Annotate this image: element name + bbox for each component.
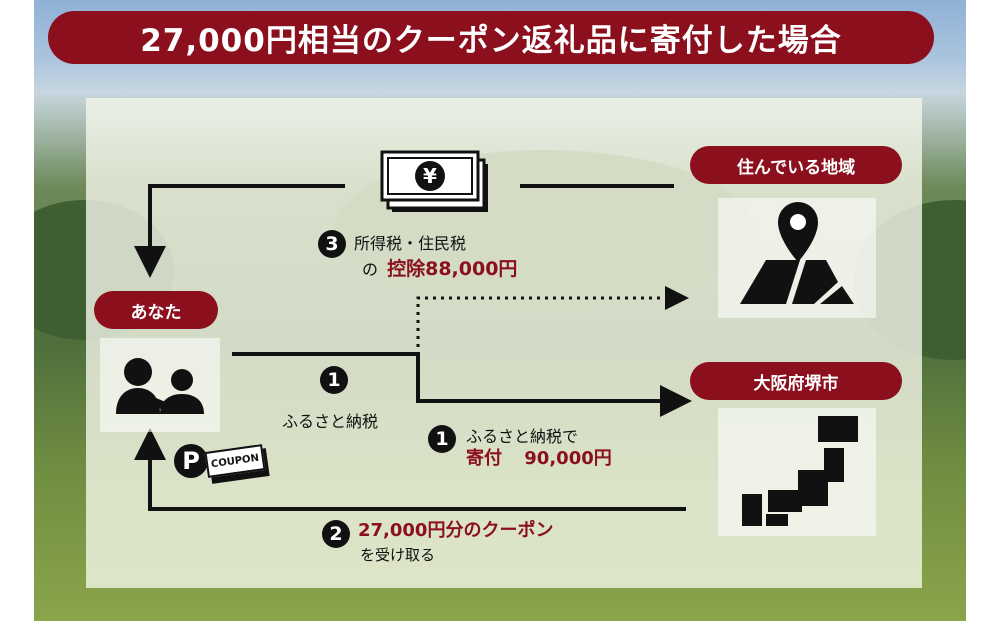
step3-line1: 所得税・住民税 [354,234,467,253]
step2-amount: 27,000円分のクーポン [358,520,554,541]
arrow-step2 [134,428,686,511]
page-title: 27,000円相当のクーポン返礼品に寄付した場合 [48,11,934,64]
city-label: 大阪府堺市 [690,362,902,400]
step1-number-right: 1 [428,425,456,453]
step2-number: 2 [322,520,350,548]
region-icon-box [718,198,876,318]
step1-number-left: 1 [320,366,348,394]
step1-prefix: 寄付 [466,448,502,469]
city-icon-box [718,408,876,536]
people-icon [116,358,204,414]
yen-symbol: ¥ [423,164,437,188]
step2-suffix: を受け取る [360,546,436,564]
step1-right-line2: 寄付 90,000円 [466,444,612,470]
step3-amount: 控除88,000円 [387,258,518,280]
coupon-p-badge: P [174,444,208,478]
arrow-dotted-region [416,286,689,355]
you-icon-box [100,338,220,432]
japan-map-icon [742,416,858,526]
money-icon: ¥ [380,150,492,216]
step3-line2: の 控除88,000円 [362,254,517,281]
arrow-step1 [232,352,692,417]
step3-prefix: の [362,260,379,279]
step1-right-line1: ふるさと納税で [466,427,579,446]
step1-amount: 90,000円 [524,448,612,469]
coupon-icon: P COUPON [172,438,272,496]
step3-number: 3 [318,230,346,258]
step1-left-label: ふるさと納税 [282,412,379,431]
map-pin-icon [740,202,854,304]
arrow-step3-left [134,184,345,278]
region-label: 住んでいる地域 [690,146,902,184]
you-label: あなた [94,291,218,329]
